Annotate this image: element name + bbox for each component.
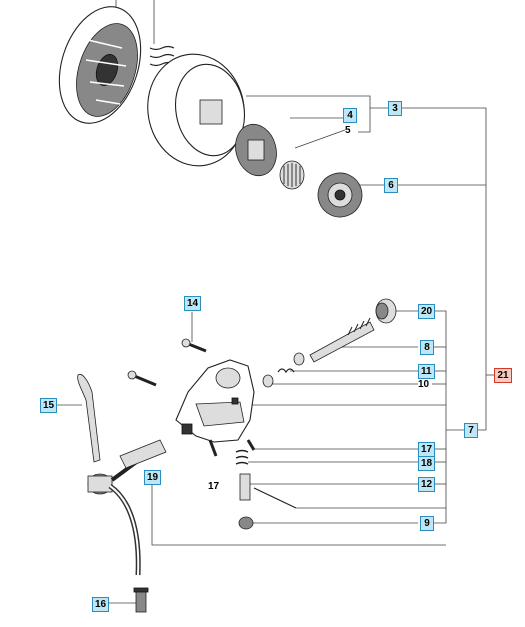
callout-3: 3	[388, 101, 402, 116]
roller-part	[375, 298, 397, 324]
pins-and-piston	[208, 439, 297, 530]
small-washers	[262, 352, 305, 388]
callout-16: 16	[92, 597, 110, 612]
clutch-drum-outer	[58, 6, 142, 124]
callout-17-plain: 17	[208, 481, 220, 492]
callout-19: 19	[144, 470, 162, 485]
oil-filter	[133, 587, 149, 613]
screws	[127, 338, 207, 387]
callout-12: 12	[418, 477, 436, 492]
callout-5: 5	[345, 125, 351, 136]
pump-housing	[175, 359, 255, 443]
callout-7: 7	[464, 423, 478, 438]
callout-15: 15	[40, 398, 58, 413]
callout-8: 8	[420, 340, 434, 355]
callout-20: 20	[418, 304, 436, 319]
clutch-drum	[147, 53, 245, 167]
callout-9: 9	[420, 516, 434, 531]
pump-shaft	[309, 317, 375, 363]
callout-11: 11	[418, 364, 435, 379]
callout-10: 10	[418, 379, 430, 390]
oil-hose	[108, 483, 141, 576]
callout-6: 6	[384, 178, 398, 193]
callout-4: 4	[343, 108, 357, 123]
callout-14: 14	[184, 296, 202, 311]
callout-18: 18	[418, 456, 436, 471]
callout-17: 17	[418, 442, 436, 457]
needle-bearing	[279, 160, 305, 190]
callout-21: 21	[494, 368, 512, 383]
sprocket-rim	[235, 123, 277, 177]
clutch-washer	[317, 172, 363, 218]
oil-inlet-assembly	[77, 373, 167, 495]
leader-lines	[56, 0, 496, 604]
